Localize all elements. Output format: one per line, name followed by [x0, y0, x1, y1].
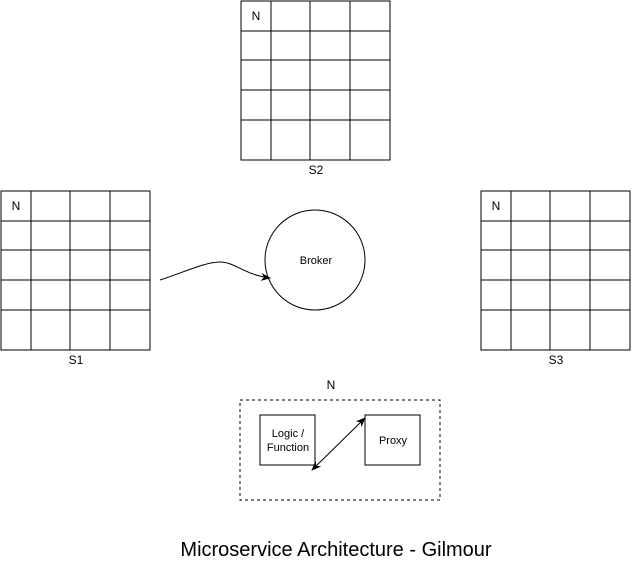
- proxy-label: Proxy: [379, 435, 408, 447]
- logic-box-line1: Logic /: [272, 428, 305, 440]
- logic-function-box: [259, 414, 316, 466]
- s1-to-broker-arrow: [159, 261, 271, 281]
- node-label: N: [327, 378, 336, 392]
- service-s1-cell-label: N: [12, 199, 21, 213]
- service-grid-s1: N S1: [0, 190, 151, 367]
- node-container: N Logic / Function Proxy: [239, 378, 441, 501]
- service-s2-cell-label: N: [252, 9, 261, 23]
- service-s3-cell-label: N: [492, 199, 501, 213]
- service-s2-label: S2: [309, 163, 324, 177]
- service-s1-label: S1: [69, 353, 84, 367]
- service-grid-s2: N S2: [240, 0, 391, 177]
- logic-box-line2: Function: [267, 442, 309, 454]
- broker-node: Broker: [264, 209, 366, 311]
- service-s3-label: S3: [549, 353, 564, 367]
- proxy-box: [364, 414, 421, 466]
- diagram-title: Microservice Architecture - Gilmour: [180, 539, 492, 561]
- service-grid-s3: N S3: [480, 190, 631, 367]
- logic-proxy-arrow: [311, 417, 366, 471]
- broker-label: Broker: [300, 255, 333, 267]
